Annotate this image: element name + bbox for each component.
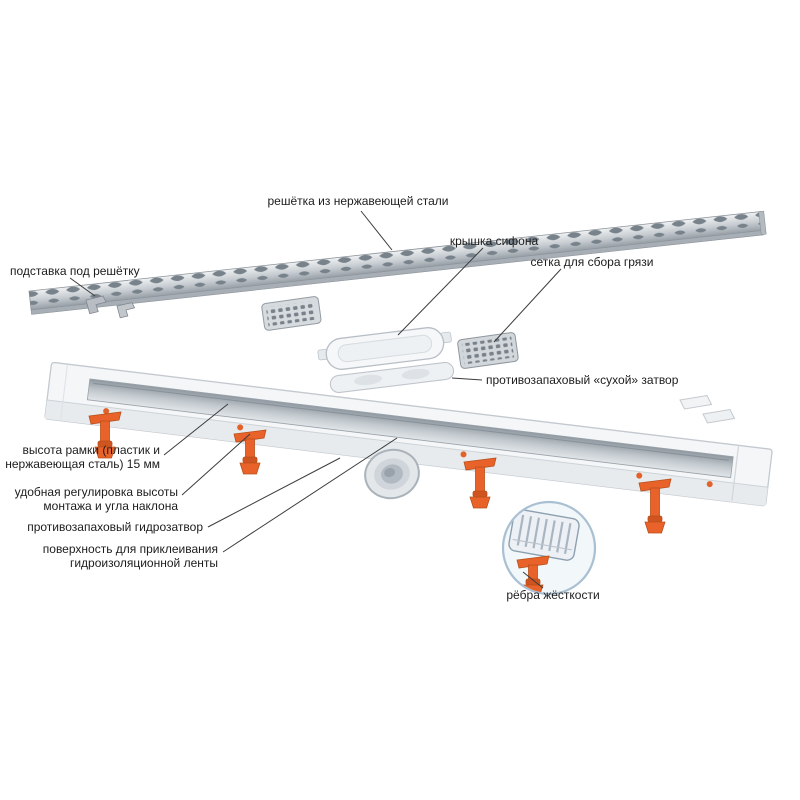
stand-clip	[85, 295, 107, 315]
foot	[88, 411, 122, 459]
corner-clip	[702, 408, 736, 424]
adjustable-feet	[88, 411, 672, 534]
grate-edge	[30, 230, 764, 315]
foot	[638, 478, 672, 534]
dry-trap-detail	[401, 368, 430, 380]
grate-perforation	[29, 211, 763, 310]
label-frame-height: высота рамки (пластик и нержавеющая стал…	[5, 443, 160, 471]
label-siphon-cover: крышка сифона	[449, 234, 539, 248]
label-frame-height-line1: высота рамки (пластик и	[22, 443, 160, 457]
label-grate-stand: подставка под решётку	[10, 264, 140, 278]
label-water-trap: противозапаховый гидрозатвор	[27, 520, 203, 534]
dry-trap-detail	[354, 374, 382, 386]
channel-insert-shadow	[93, 382, 729, 461]
leader-siphon-cover	[397, 247, 484, 336]
leader-dirt-mesh	[493, 268, 562, 343]
label-glue-surface-line1: поверхность для приклеивания	[42, 542, 218, 556]
screw-dot	[460, 451, 467, 458]
label-grate: решётка из нержавеющей стали	[267, 194, 449, 208]
channel-front-edge	[46, 399, 768, 488]
grate-stand-clips	[85, 295, 136, 319]
steel-grate	[28, 210, 767, 315]
leader-grate	[360, 210, 393, 251]
leader-water-trap	[207, 457, 341, 528]
siphon-cover	[317, 327, 452, 370]
stand-clip	[116, 302, 136, 319]
ribbed-end-cap	[508, 508, 580, 561]
ribs-magnifier	[501, 500, 597, 596]
outlet-pipe	[364, 448, 420, 500]
leader-grate-stand	[69, 277, 96, 297]
mesh-tray-small	[261, 296, 322, 331]
label-dirt-mesh: сетка для сбора грязи	[530, 255, 654, 269]
corner-clip	[679, 394, 713, 410]
label-height-adjust-line1: удобная регулировка высоты	[14, 485, 178, 499]
leader-height-adjust	[181, 433, 251, 496]
mesh-tray-holes	[265, 300, 318, 327]
leader-lines	[69, 210, 562, 589]
leader-ribs	[522, 571, 544, 589]
channel-left-cap-line	[60, 365, 68, 420]
leader-dry-trap	[451, 377, 483, 381]
label-glue-surface-line2: гидроизоляционной ленты	[69, 556, 218, 570]
pipe-bore-shadow	[384, 467, 396, 478]
dirt-mesh-holes	[461, 336, 515, 365]
magnifier-ring	[501, 500, 597, 596]
dirt-mesh-tray	[457, 332, 519, 369]
leader-glue-surface	[222, 437, 398, 553]
label-height-adjust-line2: монтажа и угла наклона	[43, 499, 178, 513]
label-glue-surface: поверхность для приклеивания гидроизоляц…	[43, 542, 218, 570]
label-frame-height-line2: нержавеющая сталь) 15 мм	[5, 457, 160, 471]
label-dry-trap: противозапаховый «сухой» затвор	[486, 373, 679, 387]
foot	[233, 429, 267, 475]
corner-clips	[679, 394, 736, 424]
screw-dot	[237, 424, 244, 431]
screw-dot	[636, 472, 643, 479]
foot	[463, 457, 497, 509]
leader-frame-height	[163, 403, 229, 456]
label-height-adjust: удобная регулировка высоты монтажа и угл…	[15, 485, 178, 513]
screw-dot	[706, 481, 713, 488]
dry-trap-plate	[329, 361, 455, 394]
cover-inner	[337, 334, 433, 363]
screw-dot	[103, 408, 110, 415]
grate-end-face	[758, 210, 767, 235]
channel-steel-insert	[86, 378, 734, 479]
channel-right-cap-line	[731, 446, 740, 502]
label-stiffening-ribs: рёбра жёсткости	[506, 588, 600, 602]
